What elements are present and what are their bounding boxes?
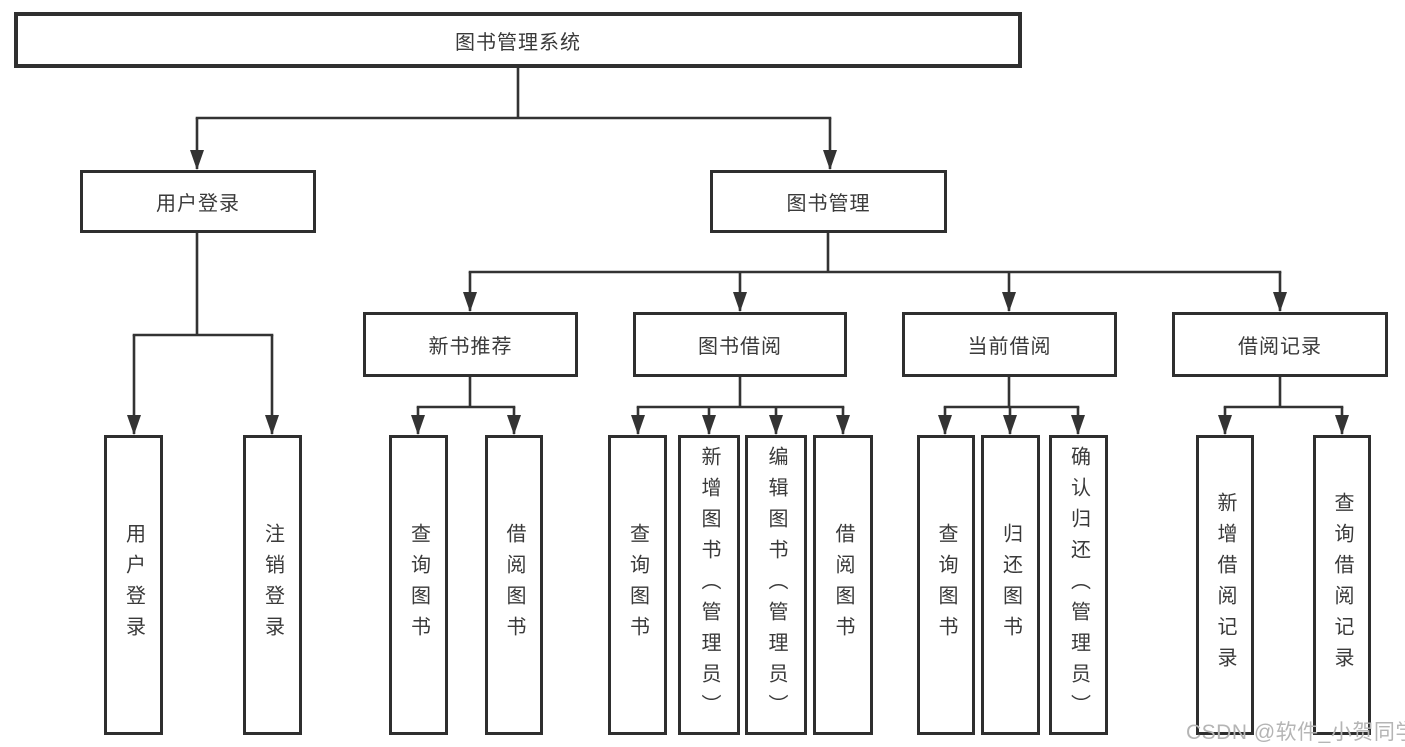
leaf-borrow-books-borrowing-label: 借阅图书: [832, 523, 854, 647]
node-borrowing-records: 借阅记录: [1172, 312, 1388, 377]
leaf-add-book-admin-label: 新增图书（管理员）: [698, 445, 720, 725]
leaf-add-book-admin: 新增图书（管理员）: [678, 435, 740, 735]
leaf-add-borrow-record-label: 新增借阅记录: [1214, 492, 1236, 678]
node-user-login-label: 用户登录: [156, 193, 240, 215]
leaf-user-login-label: 用户登录: [122, 523, 145, 647]
leaf-edit-book-admin: 编辑图书（管理员）: [745, 435, 807, 735]
leaf-confirm-return-admin: 确认归还（管理员）: [1049, 435, 1108, 735]
node-book-management: 图书管理: [710, 170, 947, 233]
leaf-logout-label: 注销登录: [261, 523, 284, 647]
node-current-borrowing: 当前借阅: [902, 312, 1117, 377]
leaf-query-borrow-record-label: 查询借阅记录: [1331, 492, 1353, 678]
node-book-borrowing: 图书借阅: [633, 312, 847, 377]
node-user-login: 用户登录: [80, 170, 316, 233]
leaf-add-borrow-record: 新增借阅记录: [1196, 435, 1254, 735]
leaf-return-books: 归还图书: [981, 435, 1040, 735]
node-book-borrowing-label: 图书借阅: [698, 336, 782, 358]
leaf-borrow-books-recommend: 借阅图书: [485, 435, 543, 735]
node-book-management-label: 图书管理: [786, 193, 871, 215]
leaf-query-books-borrowing-label: 查询图书: [626, 523, 649, 647]
leaf-user-login: 用户登录: [104, 435, 163, 735]
leaf-query-books-current-label: 查询图书: [935, 523, 957, 647]
node-new-book-recommend: 新书推荐: [363, 312, 578, 377]
leaf-logout: 注销登录: [243, 435, 302, 735]
leaf-borrow-books-borrowing: 借阅图书: [813, 435, 873, 735]
node-root-label: 图书管理系统: [455, 31, 581, 54]
leaf-query-borrow-record: 查询借阅记录: [1313, 435, 1371, 735]
leaf-borrow-books-recommend-label: 借阅图书: [503, 523, 525, 647]
leaf-query-books-current: 查询图书: [917, 435, 975, 735]
leaf-edit-book-admin-label: 编辑图书（管理员）: [765, 445, 787, 725]
node-new-book-recommend-label: 新书推荐: [428, 336, 513, 358]
leaf-confirm-return-admin-label: 确认归还（管理员）: [1067, 445, 1090, 725]
node-borrowing-records-label: 借阅记录: [1238, 336, 1322, 358]
leaf-return-books-label: 归还图书: [999, 523, 1022, 647]
node-current-borrowing-label: 当前借阅: [967, 336, 1052, 358]
csdn-watermark: CSDN @软件_小贺同学: [1186, 721, 1405, 744]
node-root: 图书管理系统: [14, 12, 1022, 68]
leaf-query-books-borrowing: 查询图书: [608, 435, 667, 735]
leaf-query-books-recommend-label: 查询图书: [407, 523, 430, 647]
leaf-query-books-recommend: 查询图书: [389, 435, 448, 735]
